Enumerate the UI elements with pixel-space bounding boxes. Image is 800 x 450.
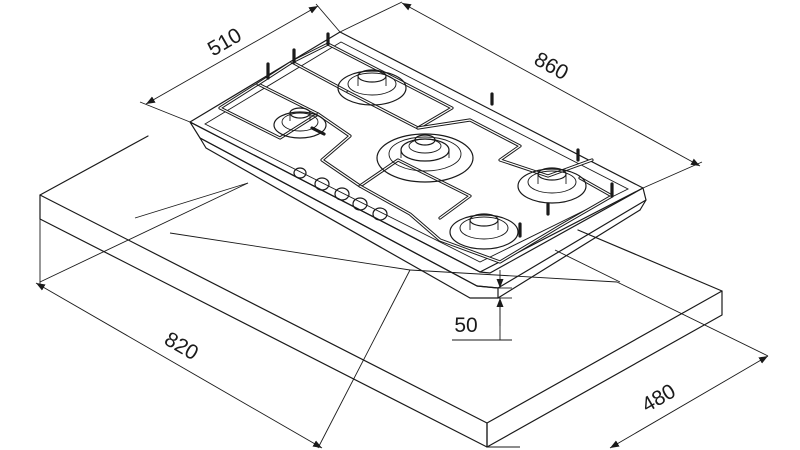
label-cutout-width: 820 <box>160 328 202 365</box>
countertop <box>39 135 723 448</box>
burner-rear-left <box>273 107 327 139</box>
burner-right <box>517 167 587 204</box>
burner-rear-center <box>337 69 407 106</box>
dimension-lines <box>35 1 769 449</box>
knob-icon <box>314 177 330 191</box>
cooktop <box>189 31 647 299</box>
dim-cutout-depth <box>487 281 769 449</box>
label-hob-width: 860 <box>530 48 572 85</box>
knob-icon <box>372 207 388 221</box>
burner-front <box>449 213 519 250</box>
dim-hob-depth <box>139 3 341 123</box>
label-hob-depth: 510 <box>204 24 246 61</box>
knob-icon <box>334 187 350 201</box>
label-hob-height: 50 <box>454 314 477 337</box>
dim-hob-height <box>452 270 512 341</box>
dim-hob-width <box>339 1 703 189</box>
dim-cutout-width <box>35 182 411 449</box>
knob-icon <box>352 197 368 211</box>
knob-icon <box>293 167 307 179</box>
control-knobs <box>293 167 388 221</box>
